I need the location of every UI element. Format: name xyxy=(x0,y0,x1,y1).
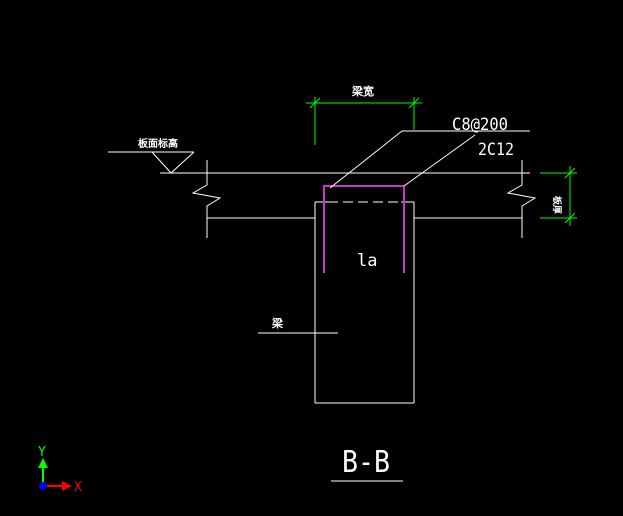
dim-beam-width xyxy=(306,97,422,145)
elevation-symbol xyxy=(151,151,195,174)
bar-spec-label: 2C12 xyxy=(478,140,514,160)
rebar-hook xyxy=(323,185,405,273)
left-break-line xyxy=(191,160,222,238)
rebar xyxy=(323,185,405,273)
leaders xyxy=(108,130,530,334)
dim-slab-tick-bottom xyxy=(564,212,576,224)
leader-stirrup xyxy=(329,130,403,189)
elevation-triangle xyxy=(151,151,195,174)
dim-beam-width-tick-right xyxy=(408,97,420,109)
beam-width-label: 梁宽 xyxy=(351,84,374,98)
stirrup-spec-label: C8@200 xyxy=(452,115,508,135)
ucs-x-arrowhead xyxy=(62,481,72,491)
ucs-icon: Y X xyxy=(38,445,82,495)
leader-bar xyxy=(403,134,476,187)
dim-slab-thickness xyxy=(540,166,577,226)
ucs-x-label: X xyxy=(74,480,82,495)
beam-label: 梁 xyxy=(271,316,284,330)
dim-beam-width-tick-left xyxy=(309,97,321,109)
ucs-y-arrowhead xyxy=(38,458,48,468)
slab-thickness-label: 板厚 xyxy=(551,196,563,214)
slab-elevation-label: 板面标高 xyxy=(138,137,178,150)
anchorage-label: la xyxy=(357,251,377,271)
right-break-line xyxy=(506,160,537,238)
beam xyxy=(314,201,415,404)
slab xyxy=(160,160,537,238)
section-title: B-B xyxy=(342,445,390,480)
dim-slab-tick-top xyxy=(564,167,576,179)
ucs-y-label: Y xyxy=(38,445,46,460)
ucs-origin xyxy=(39,482,47,490)
